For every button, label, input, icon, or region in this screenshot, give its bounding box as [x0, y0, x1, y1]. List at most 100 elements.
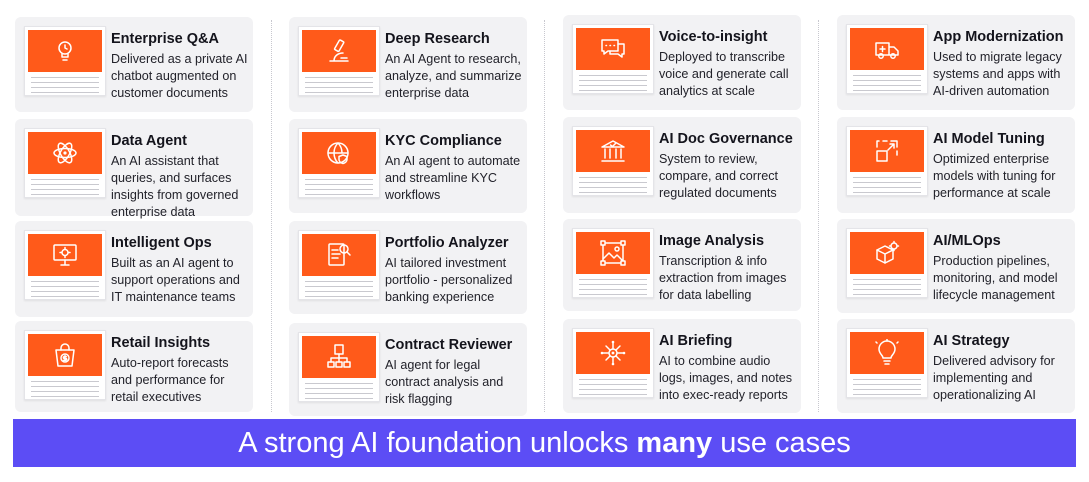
tagline-emphasis: many	[636, 426, 713, 459]
card-thumbnail	[572, 126, 654, 196]
thumbnail-text-line	[579, 80, 647, 81]
thumbnail-header	[302, 30, 376, 72]
thumbnail-header	[850, 232, 924, 274]
microscope-icon	[329, 39, 349, 62]
card-title: KYC Compliance	[385, 133, 502, 149]
thumbnail-text-line	[31, 396, 99, 397]
card-description: System to review, compare, and correct r…	[659, 152, 778, 200]
thumbnail-text-line	[853, 389, 921, 390]
image-frame-icon	[600, 240, 626, 266]
resize-arrows-icon	[876, 140, 898, 162]
thumbnail-text-line	[305, 87, 373, 88]
card-thumbnail	[846, 328, 928, 398]
thumbnail-header	[28, 132, 102, 174]
thumbnail-text-line	[853, 177, 921, 178]
card-thumbnail	[298, 128, 380, 198]
card-title: Portfolio Analyzer	[385, 235, 509, 251]
thumbnail-text-line	[31, 77, 99, 78]
thumbnail-text-line	[853, 90, 921, 91]
thumbnail-text-line	[853, 182, 921, 183]
use-case-card: Voice-to-insight Deployed to transcribe …	[563, 15, 801, 110]
card-description: An AI Agent to research, analyze, and su…	[385, 52, 522, 100]
document-search-icon	[328, 243, 351, 266]
card-description: Deployed to transcribe voice and generat…	[659, 50, 789, 98]
card-description: Auto-report forecasts and performance fo…	[111, 356, 229, 404]
card-title: Data Agent	[111, 133, 187, 149]
use-case-card: Contract Reviewer AI agent for legal con…	[289, 323, 527, 416]
thumbnail-text-line	[853, 294, 921, 295]
thumbnail-text-line	[579, 182, 647, 183]
card-thumbnail	[846, 24, 928, 94]
thumbnail-text-line	[31, 82, 99, 83]
thumbnail-text-line	[579, 75, 647, 76]
card-description: Transcription & info extraction from ima…	[659, 254, 787, 302]
thumbnail-text-line	[853, 187, 921, 188]
card-title: Intelligent Ops	[111, 235, 212, 251]
globe-shield-icon	[327, 142, 349, 165]
thumbnail-text-line	[853, 289, 921, 290]
card-description: Used to migrate legacy systems and apps …	[933, 50, 1062, 98]
card-thumbnail	[24, 26, 106, 96]
card-description: AI to combine audio logs, images, and no…	[659, 354, 793, 402]
thumbnail-text-line	[305, 189, 373, 190]
thumbnail-text-line	[579, 379, 647, 380]
delivery-truck-icon	[875, 42, 899, 59]
card-title: App Modernization	[933, 29, 1064, 45]
thumbnail-text-line	[305, 383, 373, 384]
thumbnail-text-line	[31, 87, 99, 88]
thumbnail-text-line	[579, 192, 647, 193]
card-title: AI Doc Governance	[659, 131, 793, 147]
use-case-card: Portfolio Analyzer AI tailored investmen…	[289, 221, 527, 314]
thumbnail-header	[302, 132, 376, 174]
institution-check-icon	[601, 140, 625, 162]
thumbnail-text-line	[31, 296, 99, 297]
card-description: Delivered as a private AI chatbot augmen…	[111, 52, 248, 100]
card-thumbnail	[572, 228, 654, 298]
card-description: Production pipelines, monitoring, and mo…	[933, 254, 1058, 302]
column-divider	[544, 20, 545, 412]
use-case-card: Data Agent An AI assistant that queries,…	[15, 119, 253, 219]
network-gear-icon	[600, 340, 626, 366]
column-divider	[818, 20, 819, 412]
thumbnail-text-line	[31, 381, 99, 382]
thumbnail-text-line	[853, 192, 921, 193]
card-title: AI Model Tuning	[933, 131, 1045, 147]
thumbnail-text-line	[31, 281, 99, 282]
thumbnail-text-line	[31, 291, 99, 292]
thumbnail-text-line	[305, 398, 373, 399]
card-thumbnail	[298, 332, 380, 402]
card-thumbnail	[846, 228, 928, 298]
card-description: Built as an AI agent to support operatio…	[111, 256, 240, 304]
thumbnail-header	[28, 334, 102, 376]
tagline-suffix: use cases	[712, 426, 851, 459]
use-case-card: AI/MLOps Production pipelines, monitorin…	[837, 219, 1075, 313]
card-title: Enterprise Q&A	[111, 31, 219, 47]
cube-gear-icon	[876, 240, 900, 264]
lightbulb-icon	[875, 339, 899, 365]
thumbnail-text-line	[579, 279, 647, 280]
card-thumbnail	[24, 128, 106, 198]
card-description: An AI assistant that queries, and surfac…	[111, 154, 239, 219]
card-description: Optimized enterprise models with tuning …	[933, 152, 1056, 200]
thumbnail-header	[850, 28, 924, 70]
thumbnail-text-line	[305, 291, 373, 292]
thumbnail-text-line	[31, 179, 99, 180]
thumbnail-text-line	[305, 77, 373, 78]
card-description: AI agent for legal contract analysis and…	[385, 358, 504, 406]
thumbnail-text-line	[853, 384, 921, 385]
thumbnail-text-line	[579, 289, 647, 290]
thumbnail-text-line	[305, 393, 373, 394]
tagline-prefix: A strong AI foundation unlocks	[238, 426, 637, 459]
thumbnail-text-line	[579, 294, 647, 295]
card-title: Voice-to-insight	[659, 29, 768, 45]
card-title: Image Analysis	[659, 233, 765, 249]
document-flow-icon	[327, 344, 351, 368]
thumbnail-text-line	[305, 296, 373, 297]
thumbnail-header	[28, 234, 102, 276]
use-case-card: KYC Compliance An AI agent to automate a…	[289, 119, 527, 213]
thumbnail-text-line	[579, 389, 647, 390]
thumbnail-text-line	[579, 90, 647, 91]
tagline-banner: A strong AI foundation unlocks many use …	[13, 419, 1076, 467]
thumbnail-text-line	[305, 388, 373, 389]
thumbnail-text-line	[305, 82, 373, 83]
